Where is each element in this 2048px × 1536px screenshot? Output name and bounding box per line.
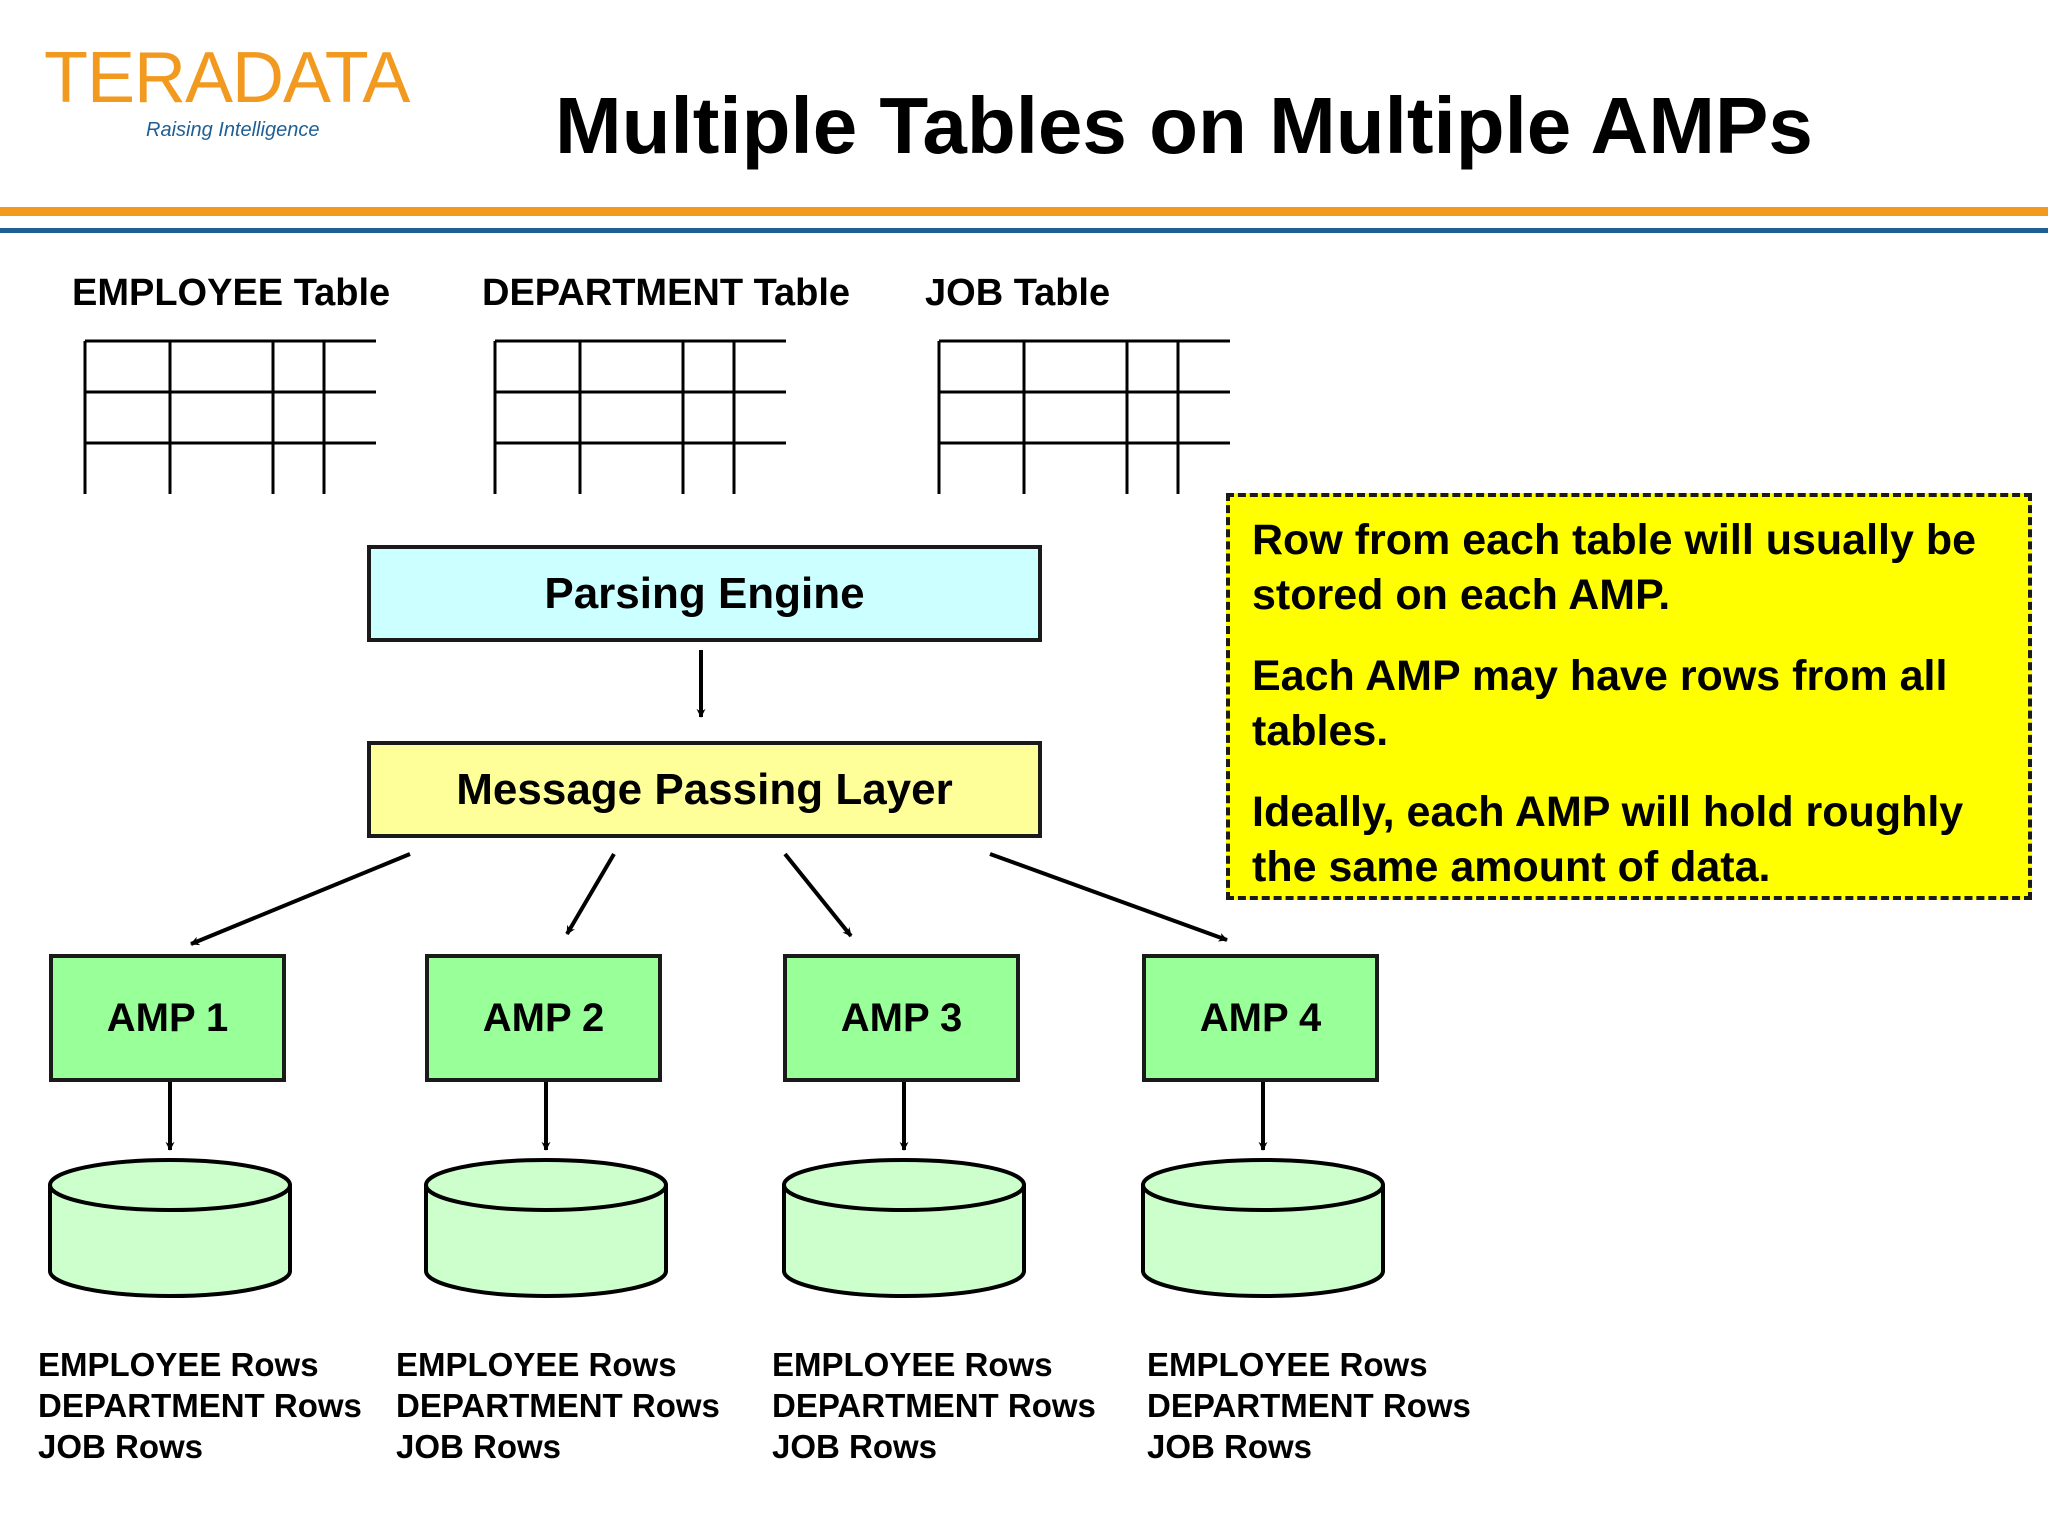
amp-2-row-employee: EMPLOYEE Rows — [396, 1346, 677, 1383]
amp1-disk-icon — [48, 1158, 292, 1298]
amp3-disk-icon — [782, 1158, 1026, 1298]
note-callout: Row from each table will usually be stor… — [1226, 493, 2032, 900]
slide-title: Multiple Tables on Multiple AMPs — [555, 81, 1813, 170]
logo-tagline: Raising Intelligence — [146, 119, 320, 141]
employee-table-label: EMPLOYEE Table — [72, 272, 391, 314]
department-table-grid-icon — [493, 339, 786, 494]
amp-3-row-job: JOB Rows — [772, 1428, 938, 1465]
arrow-mpl-to-amp2 — [565, 852, 616, 936]
amp-1-box: AMP 1 — [49, 954, 286, 1082]
header-divider-blue — [0, 228, 2048, 233]
message-passing-layer-label: Message Passing Layer — [456, 764, 953, 814]
job-table-grid-icon — [937, 339, 1230, 494]
amp-3-row-department: DEPARTMENT Rows — [772, 1387, 1096, 1424]
note-line-1: Row from each table will usually be stor… — [1252, 516, 1977, 619]
amp-3-row-list: EMPLOYEE Rows DEPARTMENT Rows JOB Rows — [772, 1344, 1096, 1467]
amp4-disk-icon — [1141, 1158, 1385, 1298]
note-line-2: Each AMP may have rows from all tables. — [1252, 652, 1948, 755]
job-table-label: JOB Table — [925, 272, 1111, 314]
parsing-engine-box: Parsing Engine — [367, 545, 1042, 642]
department-table-label: DEPARTMENT Table — [482, 272, 851, 314]
arrow-mpl-to-amp4 — [989, 852, 1228, 942]
amp-4-row-list: EMPLOYEE Rows DEPARTMENT Rows JOB Rows — [1147, 1344, 1471, 1467]
amp-1-row-employee: EMPLOYEE Rows — [38, 1346, 319, 1383]
arrow-mpl-to-amp1 — [190, 852, 411, 946]
message-passing-layer-box: Message Passing Layer — [367, 741, 1042, 838]
amp-1-row-list: EMPLOYEE Rows DEPARTMENT Rows JOB Rows — [38, 1344, 362, 1467]
amp-3-box: AMP 3 — [783, 954, 1020, 1082]
amp-4-box: AMP 4 — [1142, 954, 1379, 1082]
amp-2-box: AMP 2 — [425, 954, 662, 1082]
note-line-3: Ideally, each AMP will hold roughly the … — [1252, 788, 1964, 891]
amp-1-label: AMP 1 — [106, 995, 229, 1040]
amp-1-row-department: DEPARTMENT Rows — [38, 1387, 362, 1424]
amp-2-row-list: EMPLOYEE Rows DEPARTMENT Rows JOB Rows — [396, 1344, 720, 1467]
amp-3-label: AMP 3 — [840, 995, 963, 1040]
amp-4-label: AMP 4 — [1199, 995, 1322, 1040]
amp2-disk-icon — [424, 1158, 668, 1298]
employee-table-grid-icon — [83, 339, 376, 494]
amp-3-row-employee: EMPLOYEE Rows — [772, 1346, 1053, 1383]
amp-4-row-job: JOB Rows — [1147, 1428, 1313, 1465]
amp-4-row-department: DEPARTMENT Rows — [1147, 1387, 1471, 1424]
teradata-logo: TERADATA — [44, 38, 410, 118]
amp-2-label: AMP 2 — [482, 995, 605, 1040]
amp-2-row-job: JOB Rows — [396, 1428, 562, 1465]
arrow-mpl-to-amp3 — [783, 852, 853, 938]
parsing-engine-label: Parsing Engine — [544, 568, 865, 618]
amp-4-row-employee: EMPLOYEE Rows — [1147, 1346, 1428, 1383]
amp-1-row-job: JOB Rows — [38, 1428, 204, 1465]
amp-2-row-department: DEPARTMENT Rows — [396, 1387, 720, 1424]
header-divider-orange — [0, 207, 2048, 216]
